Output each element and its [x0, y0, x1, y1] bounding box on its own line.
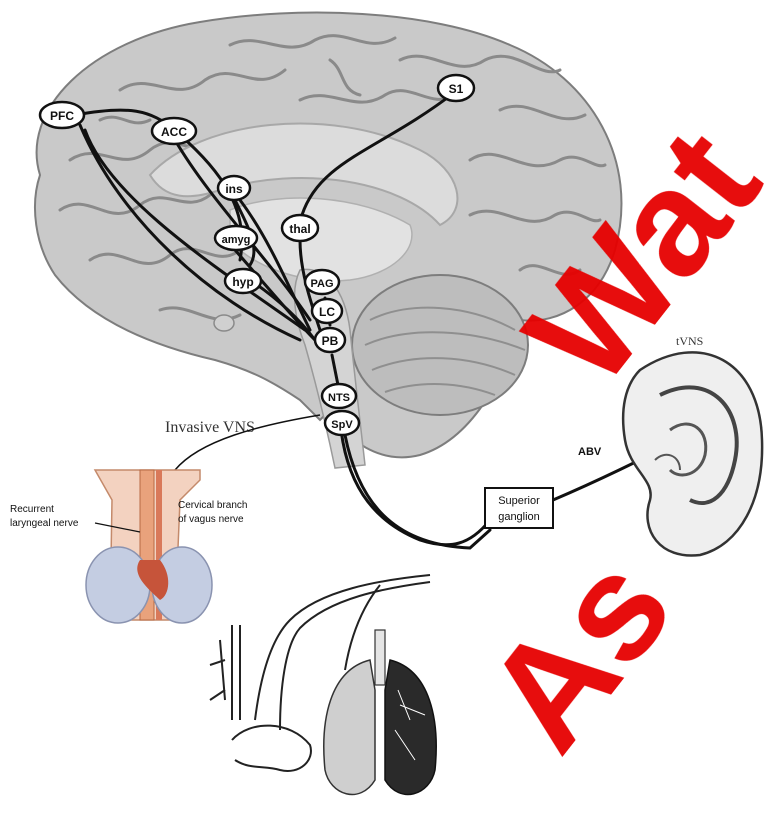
superior-ganglion-label-1: Superior	[498, 495, 540, 507]
superior-ganglion: Superior ganglion	[485, 488, 553, 528]
node-label: amyg	[222, 234, 251, 246]
node-nts: NTS	[322, 384, 356, 408]
node-pb: PB	[315, 328, 345, 352]
pituitary	[214, 315, 234, 331]
node-label: PAG	[310, 278, 333, 290]
superior-ganglion-label-2: ganglion	[498, 511, 540, 523]
lungs-sketch	[324, 630, 436, 794]
node-pfc: PFC	[40, 102, 84, 128]
cerebellum	[352, 275, 528, 415]
node-label: LC	[319, 305, 335, 319]
recurrent-label-1: Recurrent	[10, 504, 54, 515]
node-amyg: amyg	[215, 226, 257, 250]
abv-label: ABV	[578, 446, 602, 458]
cervical-label-2: of vagus nerve	[178, 514, 244, 525]
neck-illustration	[86, 470, 212, 623]
node-lc: LC	[312, 299, 342, 323]
node-label: ACC	[161, 125, 187, 139]
node-hyp: hyp	[225, 269, 261, 293]
node-acc: ACC	[152, 118, 196, 144]
node-label: NTS	[328, 392, 350, 404]
node-label: thal	[289, 222, 310, 236]
node-label: PB	[322, 334, 339, 348]
node-s1: S1	[438, 75, 474, 101]
node-label: PFC	[50, 109, 74, 123]
node-spv: SpV	[325, 411, 359, 435]
node-ins: ins	[218, 176, 250, 200]
node-thal: thal	[282, 215, 318, 241]
node-label: ins	[225, 182, 243, 196]
node-label: hyp	[232, 275, 253, 289]
node-label: SpV	[331, 419, 353, 431]
node-label: S1	[449, 82, 464, 96]
node-pag: PAG	[305, 270, 339, 294]
cervical-label-1: Cervical branch	[178, 500, 247, 511]
watermark-text-2: As	[453, 525, 703, 780]
recurrent-label-2: laryngeal nerve	[10, 518, 79, 529]
